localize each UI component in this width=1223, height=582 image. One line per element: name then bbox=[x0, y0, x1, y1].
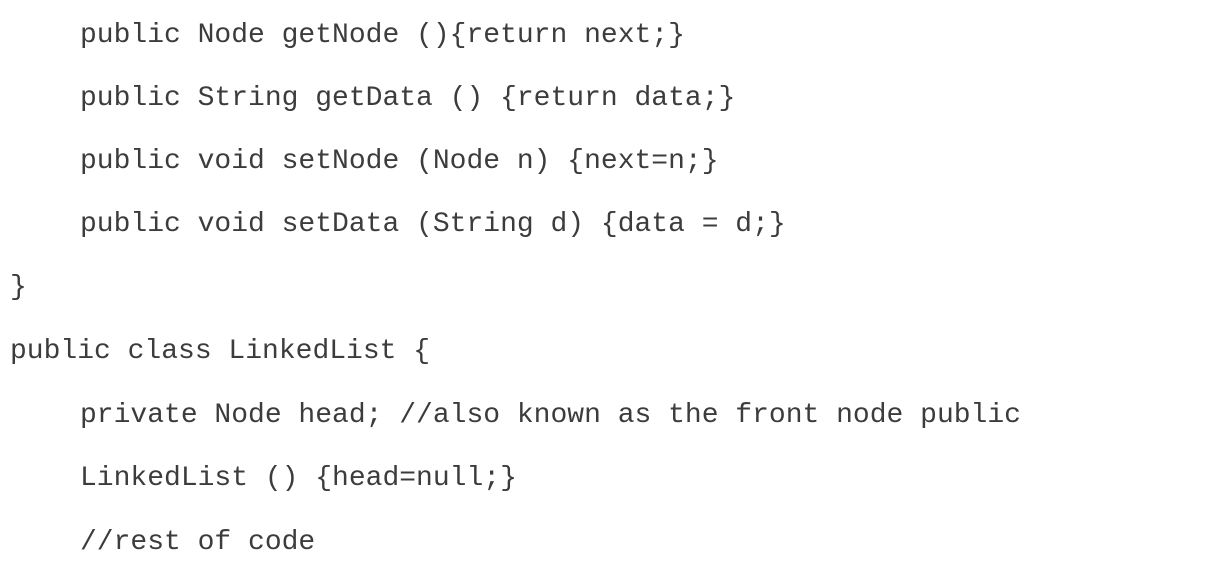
code-line-get-data: public String getData () {return data;} bbox=[80, 83, 736, 114]
code-line-set-node: public void setNode (Node n) {next=n;} bbox=[80, 146, 719, 177]
code-line-closing-brace: } bbox=[10, 272, 27, 303]
code-line-set-data: public void setData (String d) {data = d… bbox=[80, 209, 786, 240]
code-line-comment: //rest of code bbox=[80, 527, 316, 558]
code-line-class-declaration: public class LinkedList { bbox=[10, 336, 431, 367]
code-line-constructor: LinkedList () {head=null;} bbox=[80, 463, 517, 494]
code-line-private-head: private Node head; //also known as the f… bbox=[80, 400, 1021, 431]
code-line-get-node: public Node getNode (){return next;} bbox=[80, 20, 685, 51]
